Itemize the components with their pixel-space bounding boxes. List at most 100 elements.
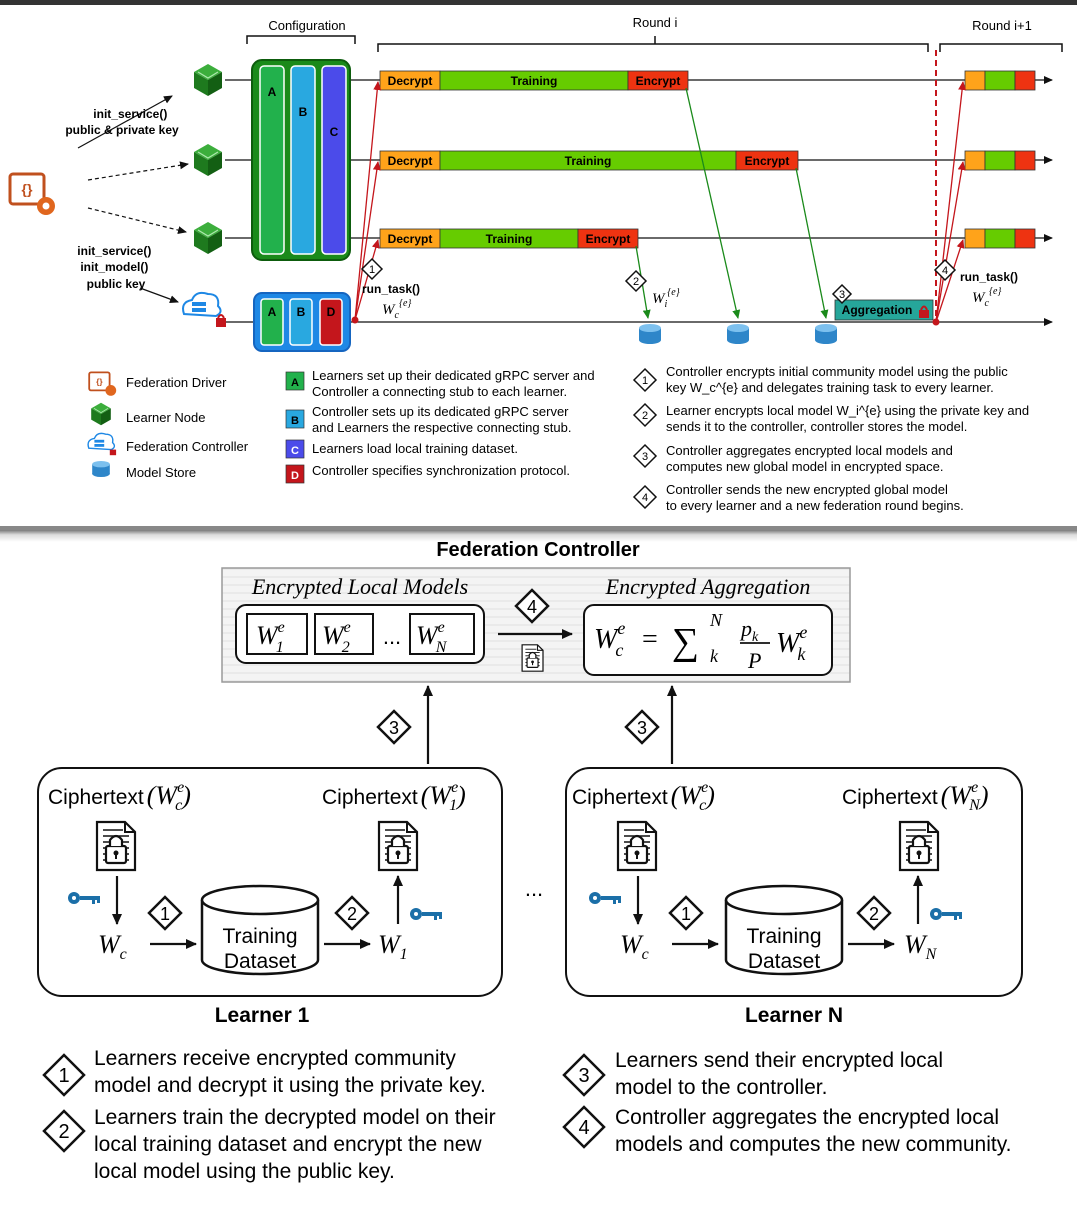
svg-text:1: 1 xyxy=(642,375,648,387)
decrypt-label: Decrypt xyxy=(388,154,433,168)
top-timeline-panel: Configuration Round i Round i+1 {} init_… xyxy=(0,0,1077,530)
step-1-diamond: 1 xyxy=(668,895,704,931)
svg-text:Learner encrypts local model: Learner encrypts local model W_i^{e} usi… xyxy=(666,403,1029,418)
timeline-diagram: Configuration Round i Round i+1 {} init_… xyxy=(0,0,1077,530)
svg-text:P: P xyxy=(747,648,761,673)
svg-text:Learners load local training d: Learners load local training dataset. xyxy=(312,441,518,456)
learner-node-icon xyxy=(193,63,223,97)
decrypt-label: Decrypt xyxy=(388,232,433,246)
learner-1-name: Learner 1 xyxy=(215,1004,310,1027)
svg-text:We1: We1 xyxy=(256,619,285,656)
legend-step-3: 3 Controller aggregates encrypted local … xyxy=(632,443,953,474)
learner-1-wc: Wc xyxy=(98,930,127,963)
legend-phase-b: B Controller sets up its dedicated gRPC … xyxy=(285,404,571,435)
step-1-diamond: 1 xyxy=(147,895,183,931)
svg-text:k: k xyxy=(710,646,719,666)
svg-text:2: 2 xyxy=(633,276,639,288)
svg-text:computes new global model in e: computes new global model in encrypted s… xyxy=(666,459,944,474)
svg-text:A: A xyxy=(291,377,299,389)
legend-learner: Learner Node xyxy=(90,402,206,426)
svg-text:3: 3 xyxy=(839,289,845,301)
legend-step-4: 4 Controller sends the new encrypted glo… xyxy=(632,482,964,513)
aggregation-label: Aggregation xyxy=(842,303,913,317)
legend-learner-label: Learner Node xyxy=(126,410,206,425)
init-service-label: init_service() xyxy=(77,244,151,258)
svg-text:Learners train the decrypted m: Learners train the decrypted model on th… xyxy=(94,1106,496,1183)
encrypt-label: Encrypt xyxy=(636,74,681,88)
training-label: Training xyxy=(486,232,533,246)
svg-text:Controller aggregates encrypte: Controller aggregates encrypted local mo… xyxy=(666,443,953,458)
svg-text:4: 4 xyxy=(642,492,648,504)
round-i-label: Round i xyxy=(633,15,678,30)
phase-b-label: B xyxy=(299,105,308,119)
encrypted-document-icon xyxy=(898,820,940,872)
bottom-architecture-panel: Federation Controller Encrypted Local Mo… xyxy=(0,530,1077,1200)
svg-text:2: 2 xyxy=(642,410,648,422)
encrypted-aggregation-title: Encrypted Aggregation xyxy=(605,574,811,599)
svg-text:{}: {} xyxy=(96,376,103,386)
svg-text:init_service() init_model(: init_service() init_model() public key xyxy=(77,244,154,291)
next-round-row-2 xyxy=(964,150,1036,171)
svg-text:Wec: Wec xyxy=(594,618,625,660)
learners-ellipsis: ... xyxy=(525,876,543,901)
phase-a-label: A xyxy=(268,85,277,99)
step-3-diamond: 3 xyxy=(624,709,660,745)
svg-text:Learners send their encrypted: Learners send their encrypted localmodel… xyxy=(615,1049,943,1099)
encrypted-document-icon xyxy=(95,820,137,872)
learner-n-name: Learner N xyxy=(745,1004,843,1027)
svg-text:key W_c^{e} and delegates trai: key W_c^{e} and delegates training task … xyxy=(666,380,994,395)
svg-text:1: 1 xyxy=(369,264,375,276)
svg-text:=: = xyxy=(642,624,658,655)
encrypt-label: Encrypt xyxy=(586,232,631,246)
step-3-diamond: 3 xyxy=(376,709,412,745)
federation-driver-icon: {} xyxy=(8,172,55,215)
svg-text:1: 1 xyxy=(160,904,170,924)
legend-driver: {} Federation Driver xyxy=(88,371,227,396)
controller-phase-a-label: A xyxy=(268,305,277,319)
phase-a-bar xyxy=(259,65,285,255)
federation-controller-icon xyxy=(182,291,226,327)
svg-text:4: 4 xyxy=(942,265,948,277)
svg-text:Controller specifies synchroni: Controller specifies synchronization pro… xyxy=(312,463,570,478)
svg-text:Controller sets up its dedicat: Controller sets up its dedicated gRPC se… xyxy=(312,404,571,435)
legend-step-2: 2 Learner encrypts local model W_i^{e} u… xyxy=(632,402,1029,434)
key-label: public & private key xyxy=(65,123,179,137)
legend-driver-label: Federation Driver xyxy=(126,375,227,390)
init-model-label: init_model() xyxy=(80,260,148,274)
svg-text:Wek: Wek xyxy=(776,622,807,664)
svg-text:WeN: WeN xyxy=(416,619,448,656)
svg-text:N: N xyxy=(709,610,723,630)
next-round-row-1 xyxy=(964,70,1036,91)
learner-n-wout: WN xyxy=(904,930,938,963)
svg-text:3: 3 xyxy=(642,451,648,463)
legend-step-1: 1 Controller encrypts initial community … xyxy=(632,364,1008,395)
run-task-label: run_task() xyxy=(960,270,1018,284)
model-store-icon xyxy=(815,324,837,344)
next-round-row-3 xyxy=(964,228,1036,249)
svg-text:B: B xyxy=(291,415,299,427)
step-2-diamond: 2 xyxy=(334,895,370,931)
aggregation-formula-box xyxy=(583,604,833,676)
svg-text:sends it to the controller, co: sends it to the controller, controller s… xyxy=(666,419,967,434)
svg-text:4: 4 xyxy=(578,1117,589,1139)
svg-text:Controller encrypts initial co: Controller encrypts initial community mo… xyxy=(666,364,1008,379)
init-service-label: init_service() xyxy=(93,107,167,121)
svg-text:We2: We2 xyxy=(322,619,351,656)
legend-store-label: Model Store xyxy=(126,465,196,480)
run-task-label: run_task() xyxy=(362,282,420,296)
decrypt-label: Decrypt xyxy=(388,74,433,88)
controller-title: Federation Controller xyxy=(436,539,640,561)
configuration-label: Configuration xyxy=(268,18,345,33)
svg-text:2: 2 xyxy=(869,904,879,924)
encrypted-document-icon xyxy=(377,820,419,872)
encrypt-label: Encrypt xyxy=(745,154,790,168)
phase-c-bar xyxy=(321,65,347,255)
learner-1-wout: W1 xyxy=(378,930,408,963)
learner-node-icon xyxy=(193,221,223,255)
